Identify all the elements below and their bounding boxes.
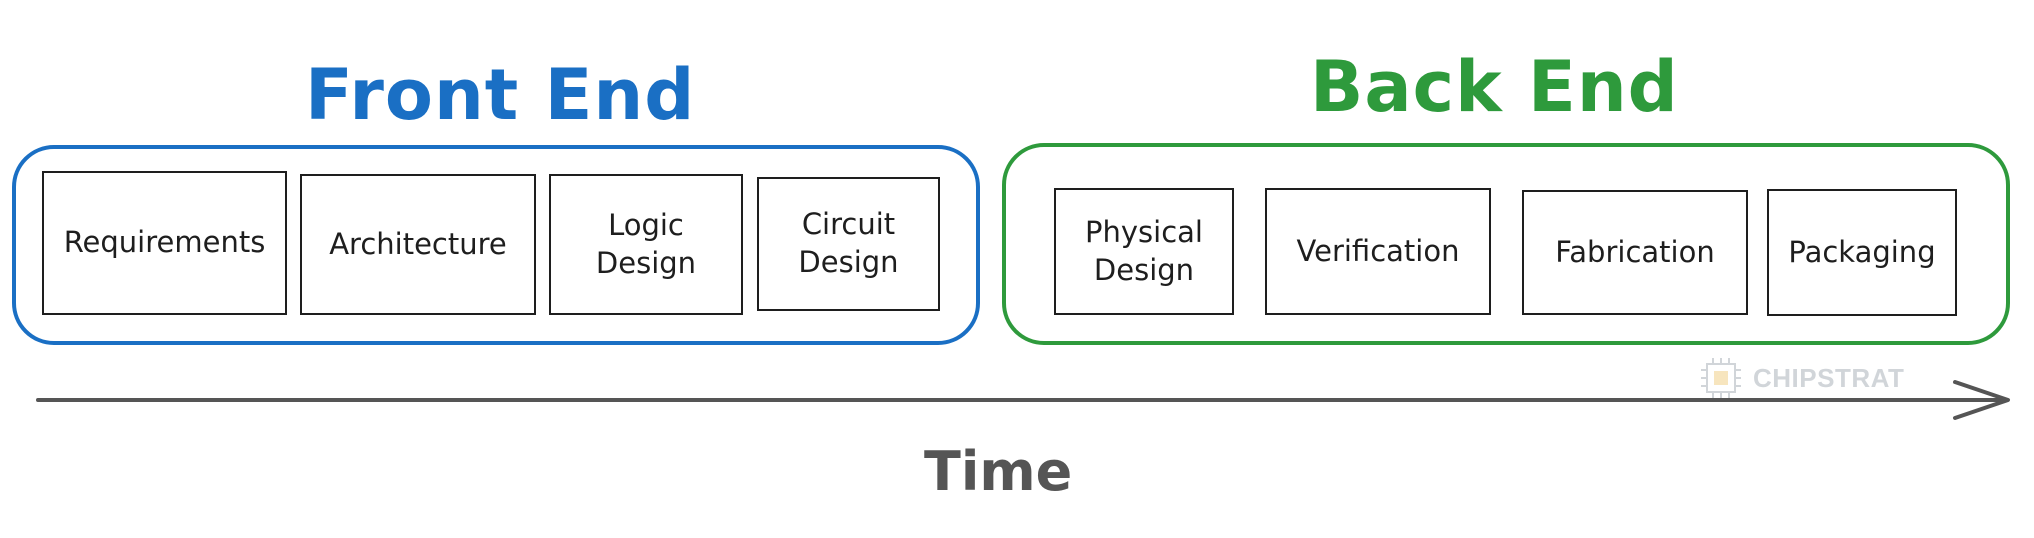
chipstrat-watermark: CHIPSTRAT	[1697, 352, 1917, 404]
watermark-text: CHIPSTRAT	[1753, 362, 1905, 393]
step-verification: Verification	[1265, 188, 1491, 315]
front-end-group	[12, 145, 980, 345]
back-end-title: Back End	[1310, 46, 1679, 128]
step-packaging: Packaging	[1767, 189, 1957, 316]
chip-logo-icon	[1701, 358, 1741, 398]
step-circuit-design: Circuit Design	[757, 177, 940, 311]
step-requirements: Requirements	[42, 171, 287, 315]
step-fabrication: Fabrication	[1522, 190, 1748, 315]
step-logic-design: Logic Design	[549, 174, 743, 315]
time-axis-arrowhead	[1953, 380, 2010, 420]
front-end-title: Front End	[305, 54, 696, 136]
time-axis-label: Time	[924, 440, 1073, 503]
back-end-group	[1002, 143, 2010, 345]
step-physical-design: Physical Design	[1054, 188, 1234, 315]
step-architecture: Architecture	[300, 174, 536, 315]
time-axis-arrow	[36, 380, 2010, 420]
